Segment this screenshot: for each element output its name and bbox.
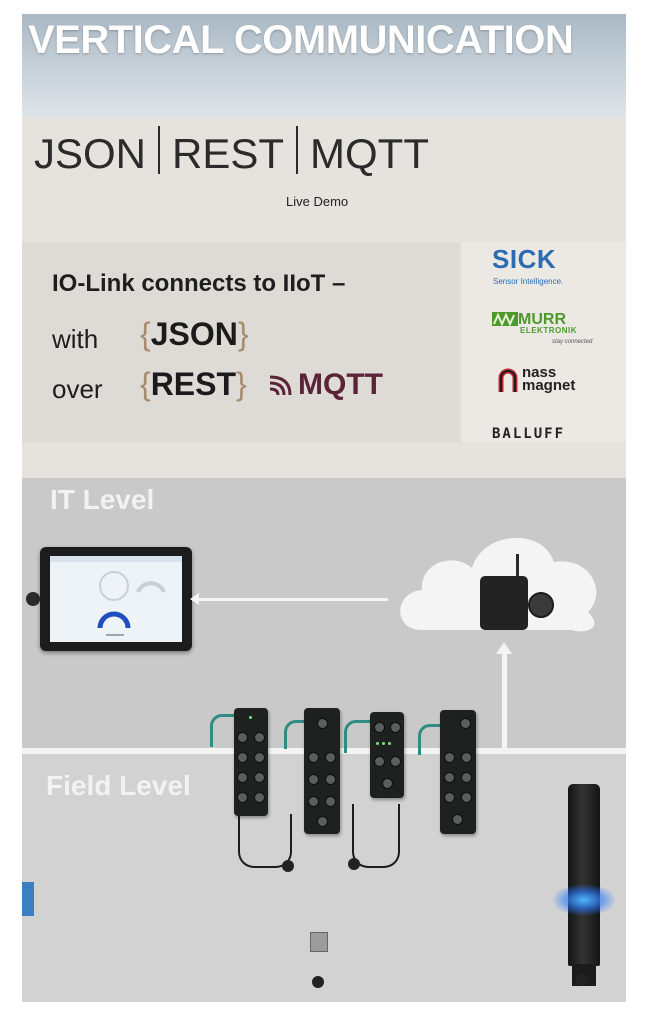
photo-frame: VERTICAL COMMUNICATION JSON REST MQTT Live… [22, 14, 626, 1002]
status-led [382, 742, 385, 745]
m12-port [461, 752, 472, 763]
it-level-label: IT Level [50, 484, 155, 515]
brace-close: } [236, 366, 247, 402]
partner-logos-panel [462, 242, 626, 442]
m12-port [254, 792, 265, 803]
m12-port [254, 772, 265, 783]
m12-port [237, 772, 248, 783]
m12-port [444, 772, 455, 783]
header-band [22, 14, 626, 118]
side-device [22, 882, 34, 916]
message-panel [22, 242, 460, 442]
m12-port [444, 752, 455, 763]
io-link-master-module [234, 708, 268, 816]
murr-mark-icon [492, 312, 518, 327]
m12-port [317, 718, 328, 729]
m12-port [382, 778, 393, 789]
m12-port [237, 792, 248, 803]
io-link-master-module [304, 708, 340, 834]
m12-port [374, 756, 385, 767]
murr-name: MURR [518, 311, 566, 328]
m12-port [237, 752, 248, 763]
m12-port [460, 718, 471, 729]
m12-port [308, 752, 319, 763]
title-separator [158, 126, 161, 174]
m12-port [390, 756, 401, 767]
json-text: JSON [150, 316, 238, 352]
io-link-master-module [370, 712, 404, 798]
sensor-cable [352, 804, 400, 868]
m12-port [325, 774, 336, 785]
header-title: VERTICAL COMMUNICATION [28, 18, 574, 62]
cable-stub [26, 592, 40, 606]
status-led [376, 742, 379, 745]
brace-open: { [140, 316, 151, 352]
cloud-gateway-device [480, 576, 528, 630]
small-sensor [310, 932, 328, 952]
rest-tag: {REST} [140, 366, 247, 403]
mqtt-text: MQTT [298, 368, 383, 401]
message-heading: IO-Link connects to IIoT – [52, 270, 346, 297]
mqtt-logo: MQTT [268, 368, 383, 402]
title-json: JSON [34, 130, 147, 177]
m12-port [444, 792, 455, 803]
murr-tagline: stay connected [552, 339, 593, 345]
live-demo-label: Live Demo [286, 194, 349, 209]
murr-logo: MURR [492, 310, 566, 329]
uplink-cable [502, 652, 507, 752]
m12-port [374, 722, 385, 733]
m12-port [452, 814, 463, 825]
signal-tower-glow [552, 884, 616, 916]
brace-close: } [237, 316, 249, 352]
gateway-connector [528, 592, 554, 618]
sensor-cable [238, 814, 292, 868]
tablet-link-cable [192, 598, 388, 601]
m12-port [325, 796, 336, 807]
arrow-up-icon [496, 642, 512, 654]
title-mqtt: MQTT [310, 130, 429, 177]
title-rest: REST [172, 130, 285, 177]
rest-text: REST [150, 366, 237, 402]
m12-port [461, 772, 472, 783]
sensor-puck [348, 858, 360, 870]
status-led [249, 716, 252, 719]
gauge-icon [50, 556, 182, 636]
message-over: over [52, 374, 103, 404]
sick-tagline: Sensor Intelligence. [493, 277, 564, 286]
json-tag: {JSON} [140, 316, 249, 353]
m12-port [317, 816, 328, 827]
m12-port [461, 792, 472, 803]
status-led [388, 742, 391, 745]
m12-port [237, 732, 248, 743]
sensor-puck [312, 976, 324, 988]
tablet-screen [50, 556, 182, 642]
sensor-puck [282, 860, 294, 872]
m12-port [254, 752, 265, 763]
title-separator [296, 126, 299, 174]
m12-port [254, 732, 265, 743]
nass-line2: magnet [522, 377, 576, 394]
dashboard-tablet [40, 547, 192, 651]
message-with: with [52, 324, 99, 354]
sensor-puck [576, 974, 588, 986]
field-level-label: Field Level [46, 770, 191, 801]
murr-subtitle: ELEKTRONIK [520, 326, 577, 335]
arrow-left-icon [190, 593, 199, 605]
m12-port [325, 752, 336, 763]
nass-line1: nass [522, 364, 557, 381]
io-link-master-module [440, 710, 476, 834]
mqtt-signal-icon [269, 375, 292, 396]
gateway-antenna [516, 554, 519, 576]
m12-port [390, 722, 401, 733]
balluff-logo: BALLUFF [492, 426, 566, 442]
m12-port [308, 796, 319, 807]
nass-magnet-icon [498, 368, 518, 392]
sick-logo: SICK [492, 244, 557, 274]
m12-port [308, 774, 319, 785]
signal-tower-light [568, 784, 600, 966]
protocol-title: JSON REST MQTT [34, 126, 429, 186]
brace-open: { [140, 366, 151, 402]
